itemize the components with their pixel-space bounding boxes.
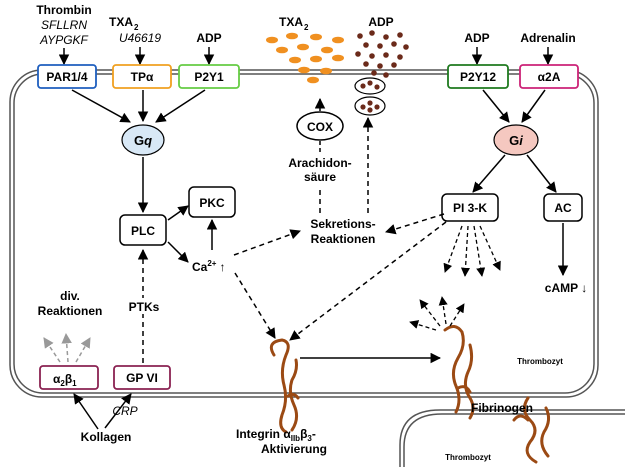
adp-granule-top	[354, 77, 386, 95]
sfllrn-label: SFLLRN	[41, 18, 87, 32]
camp-label: cAMP ↓	[545, 281, 587, 295]
svg-text:α2A: α2A	[538, 70, 561, 84]
ptks-label-bg	[124, 298, 164, 314]
arrow-gi-pi3k	[472, 154, 506, 193]
receptor-a2a: α2A	[519, 64, 579, 89]
svg-text:PI 3-K: PI 3-K	[453, 201, 487, 215]
integrin-label-2: Aktivierung	[261, 442, 327, 456]
div-reaktionen-label-2: Reaktionen	[38, 304, 103, 318]
plc-box: PLC	[119, 214, 167, 246]
arrow-pi3k-integrin	[289, 221, 447, 341]
arrow-gi-ac	[526, 154, 557, 193]
integrin-outside-arrows	[409, 296, 465, 331]
arrow-plc-ca	[167, 241, 189, 263]
svg-text:COX: COX	[307, 120, 333, 134]
fibrinogen-label: Fibrinogen	[471, 401, 533, 415]
receptor-tp: TPα	[112, 64, 172, 89]
adp-agonist-left-label: ADP	[196, 31, 221, 45]
integrin-label-1: Integrin αIIbβ3-	[236, 427, 316, 443]
u46619-label: U46619	[119, 31, 161, 45]
arrow-kollagen-gpvi	[104, 393, 132, 429]
aypgkf-label: AYPGKF	[39, 33, 88, 47]
crp-label: CRP	[112, 404, 137, 418]
gi-protein: Gi	[493, 124, 539, 156]
arrow-ca-sekretion	[233, 229, 301, 256]
sekretion-label-2: Reaktionen	[311, 232, 376, 246]
txa2-particles	[266, 32, 344, 84]
arrow-p2y1-gq	[155, 89, 206, 123]
arachidon-label-1: Arachidon-	[288, 156, 351, 170]
arrow-ca-integrin	[234, 272, 276, 339]
arrow-par-gq	[71, 89, 131, 123]
receptor-gpvi: GP VI	[113, 365, 171, 390]
pkc-box: PKC	[188, 186, 236, 218]
pi3k-box: PI 3-K	[441, 193, 499, 222]
svg-text:TPα: TPα	[131, 70, 154, 84]
arachidon-label-2: säure	[304, 170, 336, 184]
arrow-pi3k-sekretion	[384, 213, 445, 235]
svg-text:Ca2+↑: Ca2+↑	[192, 259, 225, 274]
svg-text:Gi: Gi	[509, 133, 523, 148]
integrin-inactive	[269, 338, 300, 434]
txa2-agonist-label: TXA	[109, 15, 133, 29]
receptor-p2y1: P2Y1	[178, 64, 240, 89]
cox-node: COX	[296, 111, 344, 141]
arrow-p2y12-gi	[482, 89, 510, 123]
gq-protein: Gq	[121, 124, 165, 156]
thrombozyt-label-second: Thrombozyt	[445, 453, 491, 462]
svg-text:P2Y12: P2Y12	[460, 70, 496, 84]
a2b1-diverse-arrows	[43, 332, 91, 363]
fibrinogen-molecule	[512, 396, 551, 464]
adp-particles	[355, 30, 409, 78]
kollagen-label: Kollagen	[81, 430, 132, 444]
receptor-par: PAR1/4	[37, 64, 97, 89]
arrow-plc-pkc	[167, 205, 189, 221]
receptor-a2b1: α2β1	[39, 365, 99, 390]
calcium-label: Ca2+↑	[192, 259, 225, 274]
svg-text:PKC: PKC	[199, 196, 225, 210]
svg-text:PLC: PLC	[131, 224, 155, 238]
arrow-kollagen-a2b1	[73, 393, 99, 430]
adp-release-label: ADP	[368, 15, 393, 29]
integrin-active	[443, 325, 475, 420]
thrombin-label: Thrombin	[36, 3, 91, 17]
txa2-agonist-subscript: 2	[134, 23, 139, 32]
div-reaktionen-label-1: div.	[60, 289, 80, 303]
svg-text:GP VI: GP VI	[126, 371, 158, 385]
adp-granule-bottom	[354, 96, 386, 116]
platelet-membrane-second	[399, 409, 625, 467]
txa2-release-subscript: 2	[304, 23, 309, 32]
pi3k-diverse-arrows	[443, 225, 501, 277]
svg-text:α2β1: α2β1	[53, 372, 77, 388]
receptor-p2y12: P2Y12	[447, 64, 509, 89]
svg-text:AC: AC	[554, 201, 572, 215]
adp-agonist-right-label: ADP	[464, 31, 489, 45]
thrombozyt-label-main: Thrombozyt	[517, 357, 563, 366]
svg-text:PAR1/4: PAR1/4	[46, 70, 87, 84]
ac-box: AC	[543, 193, 583, 222]
adrenalin-label: Adrenalin	[520, 31, 575, 45]
svg-text:P2Y1: P2Y1	[194, 70, 224, 84]
txa2-release-label: TXA	[279, 15, 303, 29]
sekretion-label-1: Sekretions-	[310, 217, 375, 231]
ptks-label: PTKs	[129, 300, 160, 314]
svg-text:Gq: Gq	[134, 133, 152, 148]
arrow-a2a-gi	[521, 89, 546, 123]
